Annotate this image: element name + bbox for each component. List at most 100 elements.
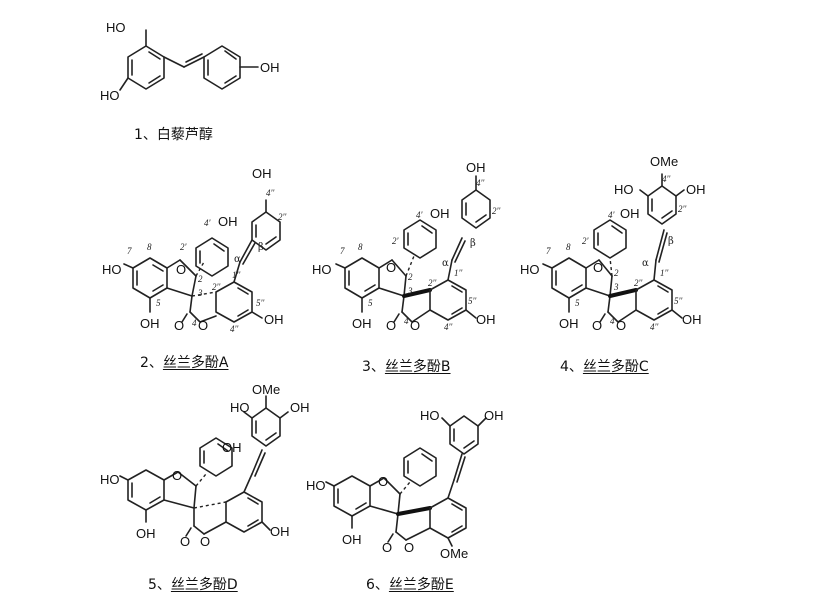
svg-text:2'': 2'' [678, 204, 687, 214]
caption-4: 4、丝兰多酚C [560, 356, 649, 376]
svg-text:7: 7 [340, 246, 345, 256]
svg-text:4'': 4'' [230, 324, 239, 334]
structure-3-yuccaol-b: OH HO OH OH OH O O O 7 8 5 2 3 4 1'' 2''… [312, 160, 501, 333]
compound-name: 丝兰多酚B [384, 359, 451, 375]
svg-text:2'': 2'' [212, 282, 221, 292]
svg-text:5'': 5'' [674, 296, 683, 306]
o-label: O [404, 540, 414, 555]
ho-label: HO [106, 20, 126, 35]
svg-text:4: 4 [192, 318, 197, 328]
ho-label: HO [100, 88, 120, 103]
svg-text:2: 2 [198, 274, 203, 284]
svg-text:5'': 5'' [256, 298, 265, 308]
svg-text:β: β [668, 236, 674, 247]
structure-6-yuccaol-e: HO OH HO OH OMe O O O [306, 408, 504, 561]
oh-label: OH [218, 214, 238, 229]
o-label: O [593, 260, 603, 275]
compound-name: 丝兰多酚C [582, 359, 649, 375]
svg-text:β: β [470, 238, 476, 249]
caption-number: 3、 [362, 359, 385, 375]
ho-label: HO [312, 262, 332, 277]
o-label: O [382, 540, 392, 555]
oh-label: OH [136, 526, 156, 541]
caption-number: 5、 [148, 577, 171, 593]
ho-label: HO [614, 182, 634, 197]
structure-5-yuccaol-d: OMe HO OH HO OH OH OH O O O [100, 382, 310, 549]
svg-text:α: α [642, 258, 649, 269]
svg-text:4': 4' [204, 218, 212, 228]
oh-label: OH [264, 312, 284, 327]
svg-text:3: 3 [407, 286, 413, 296]
svg-text:α: α [234, 254, 241, 265]
svg-text:4'': 4'' [650, 322, 659, 332]
ome-label: OMe [650, 154, 678, 169]
svg-text:4': 4' [608, 210, 616, 220]
caption-number: 2、 [140, 355, 163, 371]
svg-text:5: 5 [368, 298, 373, 308]
ho-label: HO [230, 400, 250, 415]
svg-text:2': 2' [582, 236, 590, 246]
svg-text:2'': 2'' [634, 278, 643, 288]
svg-text:2'': 2'' [278, 212, 287, 222]
svg-text:1'': 1'' [454, 268, 463, 278]
svg-text:4: 4 [404, 316, 409, 326]
oh-label: OH [682, 312, 702, 327]
svg-text:8: 8 [147, 242, 152, 252]
structure-1-resveratrol: HO HO OH [100, 20, 280, 103]
caption-5: 5、丝兰多酚D [148, 574, 238, 594]
oh-label: OH [222, 440, 242, 455]
caption-3: 3、丝兰多酚B [362, 356, 451, 376]
svg-text:8: 8 [566, 242, 571, 252]
svg-text:7: 7 [127, 246, 132, 256]
oh-label: OH [260, 60, 280, 75]
compound-name: 白藜芦醇 [156, 127, 213, 143]
oh-label: OH [270, 524, 290, 539]
ho-label: HO [102, 262, 122, 277]
svg-text:7: 7 [546, 246, 551, 256]
ho-label: HO [520, 262, 540, 277]
o-label: O [172, 468, 182, 483]
caption-2: 2、丝兰多酚A [140, 352, 229, 372]
svg-text:8: 8 [358, 242, 363, 252]
caption-number: 6、 [366, 577, 389, 593]
compound-name: 丝兰多酚A [162, 355, 229, 371]
oh-label: OH [430, 206, 450, 221]
svg-text:2: 2 [408, 272, 413, 282]
svg-text:2'': 2'' [492, 206, 501, 216]
o-label: O [180, 534, 190, 549]
structure-4-yuccaol-c: OMe HO OH HO OH OH OH O O O 7 8 5 2 3 4 … [520, 154, 706, 333]
o-label: O [386, 260, 396, 275]
svg-text:4'': 4'' [266, 188, 275, 198]
compound-name: 丝兰多酚E [388, 577, 454, 593]
oh-label: OH [484, 408, 504, 423]
svg-text:5'': 5'' [468, 296, 477, 306]
o-label: O [198, 318, 208, 333]
oh-label: OH [476, 312, 496, 327]
oh-label: OH [290, 400, 310, 415]
oh-label: OH [466, 160, 486, 175]
caption-number: 4、 [560, 359, 583, 375]
svg-text:3: 3 [613, 282, 619, 292]
svg-text:5: 5 [575, 298, 580, 308]
oh-label: OH [140, 316, 160, 331]
o-label: O [616, 318, 626, 333]
oh-label: OH [559, 316, 579, 331]
svg-text:2': 2' [180, 242, 188, 252]
oh-label: OH [686, 182, 706, 197]
oh-label: OH [620, 206, 640, 221]
o-label: O [200, 534, 210, 549]
svg-text:5: 5 [156, 298, 161, 308]
svg-text:4'': 4'' [476, 178, 485, 188]
svg-text:2': 2' [392, 236, 400, 246]
ome-label: OMe [252, 382, 280, 397]
o-label: O [174, 318, 184, 333]
o-label: O [410, 318, 420, 333]
oh-label: OH [342, 532, 362, 547]
svg-text:4'': 4'' [662, 174, 671, 184]
svg-text:1'': 1'' [660, 268, 669, 278]
caption-1: 1、白藜芦醇 [134, 124, 213, 144]
svg-text:4'': 4'' [444, 322, 453, 332]
o-label: O [592, 318, 602, 333]
svg-text:2'': 2'' [428, 278, 437, 288]
